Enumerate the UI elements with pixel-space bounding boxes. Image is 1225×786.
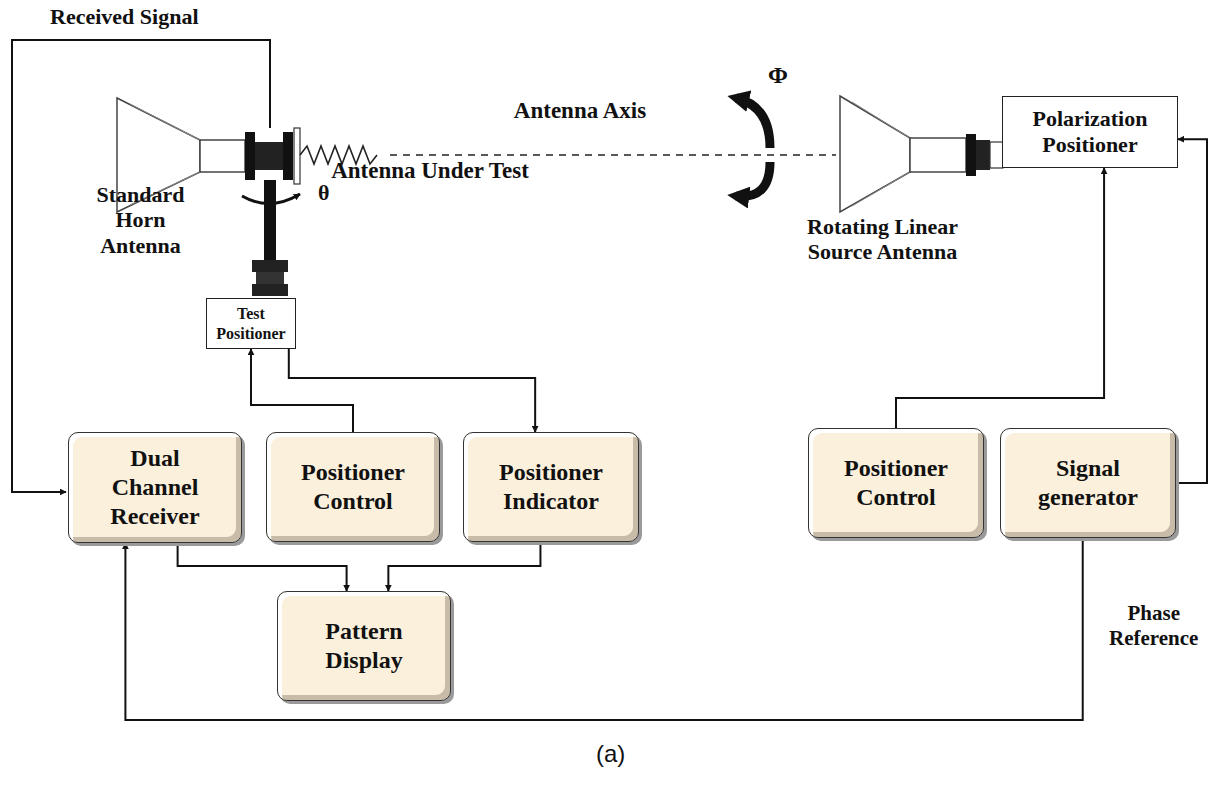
horn-edge — [852, 172, 910, 206]
box-label: Pattern Display — [294, 617, 434, 675]
phi-rotation-arrow — [736, 98, 770, 148]
antenna-substrate — [294, 128, 300, 184]
annotation-label: θ — [318, 180, 348, 205]
instrument-box: Positioner Control — [266, 432, 440, 542]
source-waveguide — [910, 138, 966, 172]
box-label: Polarization Positioner — [1010, 106, 1170, 159]
horn-waveguide — [200, 140, 245, 172]
instrument-box: Positioner Control — [808, 428, 984, 538]
signal-connector — [289, 349, 535, 432]
horn-edge — [130, 104, 200, 140]
annotation-label: Rotating Linear Source Antenna — [790, 214, 975, 265]
mast-base — [256, 272, 284, 284]
mast-base — [252, 260, 288, 272]
horn-edge — [852, 102, 910, 138]
connector-label: Phase Reference — [1093, 600, 1215, 652]
flange — [283, 132, 293, 180]
display-box: Pattern Display — [277, 591, 451, 701]
received-signal-wire — [12, 40, 270, 492]
flange-body — [976, 140, 990, 170]
box-label: Dual Channel Receiver — [95, 444, 215, 530]
box-label: Positioner Indicator — [481, 458, 621, 516]
signal-connector — [178, 543, 347, 591]
flange — [245, 132, 255, 180]
connector-layer — [125, 139, 1207, 720]
annotation-label: Received Signal — [50, 4, 270, 29]
signal-connector — [388, 542, 540, 591]
positioner-box: Test Positioner — [206, 298, 296, 349]
annotation-label: Φ — [768, 62, 808, 90]
annotation-label: Standard Horn Antenna — [78, 182, 203, 258]
flange-body — [255, 142, 283, 170]
signal-connector — [1176, 139, 1207, 483]
positioner-box: Polarization Positioner — [1002, 96, 1178, 168]
box-label: Positioner Control — [826, 454, 966, 512]
annotation-label: Antenna Axis — [480, 98, 680, 124]
phi-rotation-arrow — [736, 162, 770, 196]
positioner-mast — [264, 180, 276, 260]
source-horn-flare — [840, 96, 910, 212]
antenna-axis-line — [390, 154, 836, 156]
box-label: Test Positioner — [213, 304, 289, 342]
figure-caption: (a) — [596, 740, 625, 768]
signal-connector — [896, 168, 1104, 428]
signal-connector — [251, 349, 353, 432]
instrument-box: Positioner Indicator — [463, 432, 639, 542]
box-label: Signal generator — [1018, 454, 1158, 512]
mast-base — [252, 284, 288, 296]
flange — [966, 134, 976, 176]
annotation-label: Antenna Under Test — [330, 158, 530, 184]
instrument-box: Dual Channel Receiver — [68, 432, 242, 543]
box-label: Positioner Control — [283, 458, 423, 516]
theta-rotation-arrow — [242, 194, 300, 204]
signal-connector — [125, 538, 1082, 720]
instrument-box: Signal generator — [1000, 428, 1176, 538]
